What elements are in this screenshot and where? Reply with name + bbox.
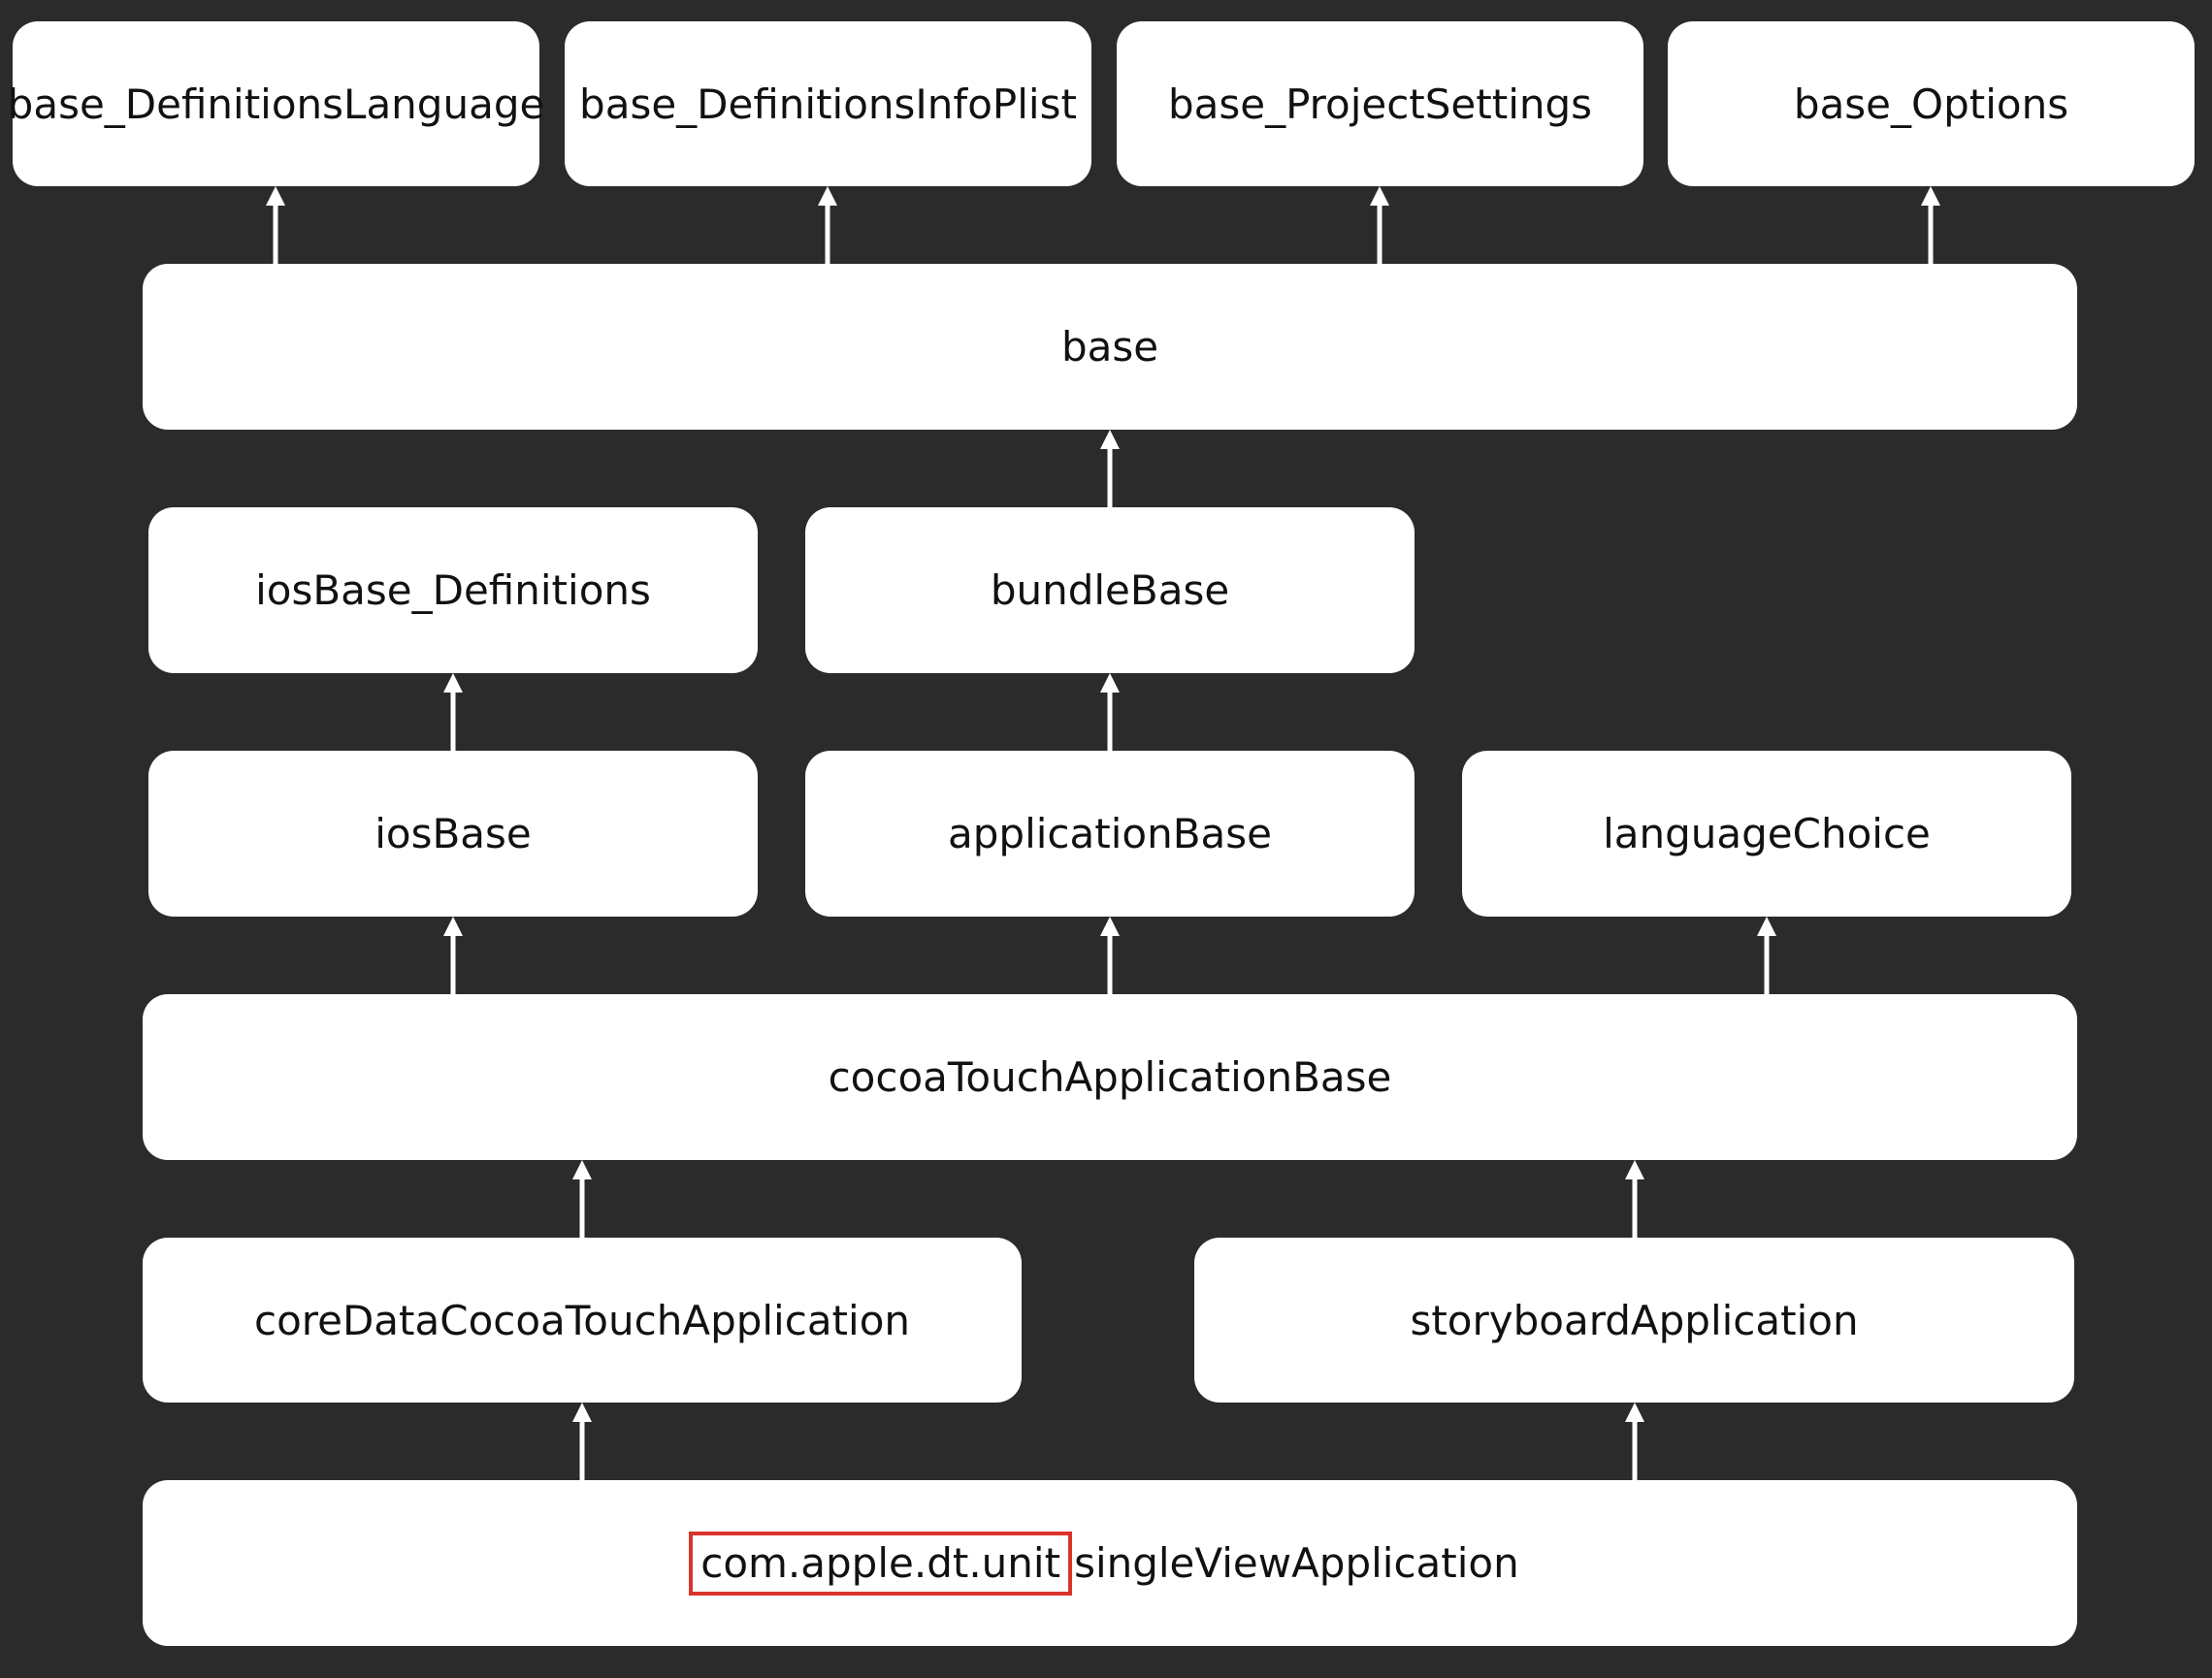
node-label: base_ProjectSettings — [1167, 80, 1593, 128]
node-cocoa-touch-application-base: cocoaTouchApplicationBase — [143, 994, 2077, 1160]
node-label: coreDataCocoaTouchApplication — [253, 1296, 911, 1344]
node-ios-base: iosBase — [148, 751, 758, 917]
arrow-storyboard-to-cocoa-touch — [1625, 1160, 1644, 1238]
arrow-base-to-options — [1921, 186, 1940, 264]
highlighted-prefix: com.apple.dt.unit — [689, 1531, 1073, 1596]
node-label: base — [1060, 323, 1159, 371]
node-label: singleViewApplication — [1074, 1539, 1519, 1587]
node-language-choice: languageChoice — [1462, 751, 2071, 917]
node-core-data-cocoa-touch-application: coreDataCocoaTouchApplication — [143, 1238, 1022, 1403]
node-label: iosBase_Definitions — [255, 566, 651, 614]
node-base-options: base_Options — [1668, 21, 2195, 186]
arrow-single-view-to-storyboard — [1625, 1403, 1644, 1480]
node-storyboard-application: storyboardApplication — [1194, 1238, 2074, 1403]
node-label: base_DefinitionsInfoPlist — [579, 80, 1077, 128]
arrow-cocoa-touch-to-ios-base — [443, 917, 463, 994]
arrow-base-to-definitions-info-plist — [818, 186, 837, 264]
node-label: base_DefinitionsLanguage — [7, 80, 545, 128]
arrow-bundle-base-to-base — [1100, 430, 1120, 507]
node-label: languageChoice — [1603, 810, 1931, 857]
node-base-definitions-language: base_DefinitionsLanguage — [8, 21, 544, 186]
node-base-definitions-info-plist: base_DefinitionsInfoPlist — [565, 21, 1091, 186]
node-label: storyboardApplication — [1410, 1296, 1859, 1344]
arrow-single-view-to-core-data — [572, 1403, 592, 1480]
arrow-cocoa-touch-to-application-base — [1100, 917, 1120, 994]
node-label: bundleBase — [990, 566, 1230, 614]
node-bundle-base: bundleBase — [805, 507, 1415, 673]
arrow-cocoa-touch-to-language-choice — [1757, 917, 1776, 994]
arrow-ios-base-to-ios-base-definitions — [443, 673, 463, 751]
node-label: iosBase — [374, 810, 532, 857]
node-application-base: applicationBase — [805, 751, 1415, 917]
node-label: base_Options — [1793, 80, 2069, 128]
node-label: cocoaTouchApplicationBase — [828, 1053, 1392, 1101]
node-base-project-settings: base_ProjectSettings — [1117, 21, 1643, 186]
arrow-application-base-to-bundle-base — [1100, 673, 1120, 751]
node-ios-base-definitions: iosBase_Definitions — [148, 507, 758, 673]
arrow-base-to-project-settings — [1370, 186, 1389, 264]
arrow-base-to-definitions-language — [266, 186, 285, 264]
arrow-core-data-to-cocoa-touch — [572, 1160, 592, 1238]
node-label: applicationBase — [948, 810, 1272, 857]
node-base: base — [143, 264, 2077, 430]
